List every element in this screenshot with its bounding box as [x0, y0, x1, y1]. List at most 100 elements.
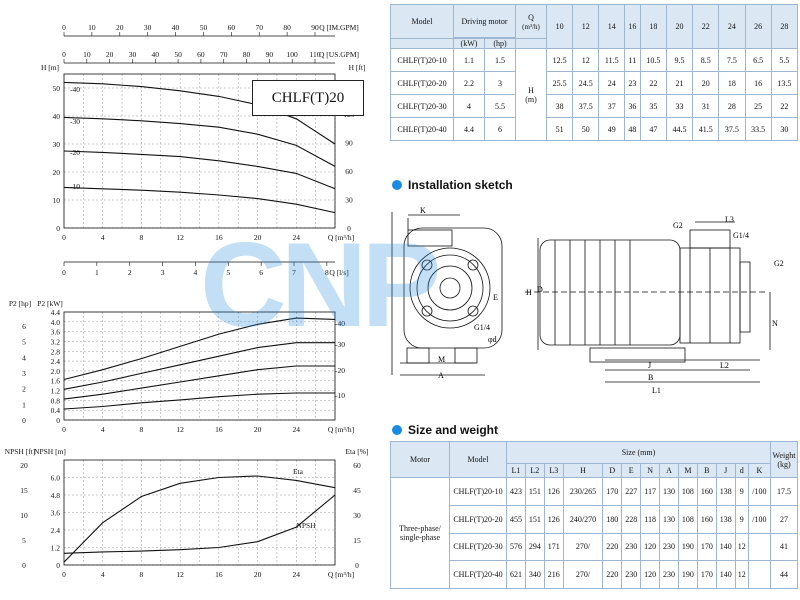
- flow-8: 26: [744, 4, 772, 49]
- x-axis-label: Q [m³/h]: [328, 425, 354, 434]
- flow-2: 14: [598, 4, 626, 49]
- head-cell: 10.5: [639, 48, 667, 72]
- top-axis-tick-label: 40: [172, 23, 180, 32]
- ls-tick-label: 4: [194, 268, 198, 277]
- top-axis-tick-label: 80: [243, 50, 251, 59]
- size-cell: 228: [621, 504, 642, 534]
- x-tick-label: 4: [101, 570, 105, 579]
- weight-cell: 44: [770, 560, 798, 589]
- flow-4: 18: [639, 4, 667, 49]
- ls-tick-label: 1: [95, 268, 99, 277]
- top-axis-tick-label: 0: [62, 23, 66, 32]
- y-tick-label: 2.4: [51, 526, 61, 535]
- head-cell: 33: [665, 94, 694, 118]
- y-axis-label-right: H [ft]: [349, 63, 366, 72]
- row-model: CHLF(T)20-40: [449, 560, 507, 589]
- series-label: NPSH: [296, 521, 316, 530]
- y-axis-label: H [m]: [41, 63, 59, 72]
- x-tick-label: 16: [215, 425, 223, 434]
- head-cell: 7.5: [718, 48, 746, 72]
- y-axis-label: NPSH [m]: [34, 447, 66, 456]
- size-col-header: L3: [543, 463, 564, 478]
- flow-6: 22: [692, 4, 720, 49]
- head-cell: 25.5: [545, 71, 574, 95]
- y-axis-label-left: NPSH [ft]: [5, 447, 36, 456]
- x-tick-label: 0: [62, 233, 66, 242]
- col-model-blank: [390, 38, 454, 49]
- size-cell: /100: [747, 477, 772, 506]
- series-label: -10: [70, 182, 80, 191]
- size-col-header: d: [734, 463, 749, 478]
- sketch-labels: K H D E M A G1/4 φd L3 G2 G1/4 G2 N J L2…: [420, 206, 784, 395]
- top-axis-label: Q [US.GPM]: [319, 50, 359, 59]
- y-tick-label: 20: [53, 168, 61, 177]
- head-cell: 8.5: [692, 48, 720, 72]
- label-j: J: [648, 361, 651, 370]
- y-tick-label: 30: [53, 140, 61, 149]
- y-right-tick-label: 30: [345, 195, 353, 204]
- table-row: CHLF(T)20-40 4.4 6 51 50 49 48 47 44.5 4…: [390, 117, 799, 141]
- head-cell: 50: [572, 117, 600, 141]
- head-cell: 16: [744, 71, 772, 95]
- table-row: CHLF(T)20-10 1.1 1.5 H(m) 12.5 12 11.5 1…: [390, 48, 799, 141]
- size-col-header: J: [715, 463, 736, 478]
- size-cell: 117: [640, 477, 661, 506]
- top-axis-tick-label: 60: [197, 50, 205, 59]
- size-cell: 423: [506, 477, 526, 506]
- size-cell: 216: [543, 560, 564, 589]
- top-axis-tick-label: 0: [62, 50, 66, 59]
- size-cell: 108: [677, 477, 698, 506]
- y-axis-label: P2 [kW]: [37, 299, 63, 308]
- size-cell: 171: [543, 532, 564, 562]
- size-cell: 140: [715, 532, 736, 562]
- y-tick-label: 50: [53, 84, 61, 93]
- col-hp: (hp): [484, 38, 516, 49]
- size-cell: 190: [677, 560, 698, 589]
- table-row: CHLF(T)20-30 4 5.5 38 37.5 37 36 35 33 3…: [390, 94, 799, 118]
- y-ft-tick-label: 5: [22, 536, 26, 545]
- row-model: CHLF(T)20-30: [390, 94, 454, 118]
- label-phid: φd: [488, 335, 497, 344]
- y-tick-label: 2.0: [51, 367, 61, 376]
- plot-frame: [63, 459, 336, 566]
- series-line: [63, 186, 336, 214]
- size-col-header: L1: [506, 463, 526, 478]
- y-right-tick-label: 60: [353, 461, 361, 470]
- top-axis-tick-label: 30: [144, 23, 152, 32]
- size-cell: 130: [659, 504, 679, 534]
- x-tick-label: 20: [254, 570, 262, 579]
- head-cell: 11: [624, 48, 641, 72]
- table-row: CHLF(T)20-20 2.2 3 25.5 24.5 24 23 22 21…: [390, 71, 799, 95]
- label-g2-top: G2: [673, 221, 683, 230]
- series-label: -40: [70, 85, 80, 94]
- x-axis-label: Q [m³/h]: [328, 233, 354, 242]
- head-cell: 37: [598, 94, 626, 118]
- size-cell: 118: [640, 504, 661, 534]
- y-right-tick-label: 90: [345, 138, 353, 147]
- row-hp: 5.5: [484, 94, 516, 118]
- series-label: Eta: [293, 467, 304, 476]
- weight-cell: 41: [770, 532, 798, 562]
- size-col-header: D: [602, 463, 623, 478]
- size-cell: 230: [621, 532, 642, 562]
- size-cell: 230/265: [562, 477, 604, 506]
- series-line: [63, 81, 336, 145]
- size-cell: 220: [602, 560, 623, 589]
- size-cell: 126: [543, 477, 564, 506]
- size-col-header: N: [640, 463, 661, 478]
- top-axis-tick-label: 20: [116, 23, 124, 32]
- label-l3: L3: [725, 215, 734, 224]
- head-cell: 6.5: [744, 48, 772, 72]
- y-tick-label: 2.8: [51, 347, 61, 356]
- label-g14-side: G1/4: [733, 231, 749, 240]
- top-axis-tick-label: 20: [106, 50, 114, 59]
- head-cell: 11.5: [598, 48, 626, 72]
- size-cell: 220: [602, 532, 623, 562]
- size-cell: 120: [640, 532, 661, 562]
- top-axis-tick-label: 30: [129, 50, 137, 59]
- y-tick-label: 1.2: [51, 387, 61, 396]
- size-cell: 340: [524, 560, 545, 589]
- size-cell: 270/: [562, 560, 604, 589]
- size-cell: 621: [506, 560, 526, 589]
- size-cell: 151: [524, 504, 545, 534]
